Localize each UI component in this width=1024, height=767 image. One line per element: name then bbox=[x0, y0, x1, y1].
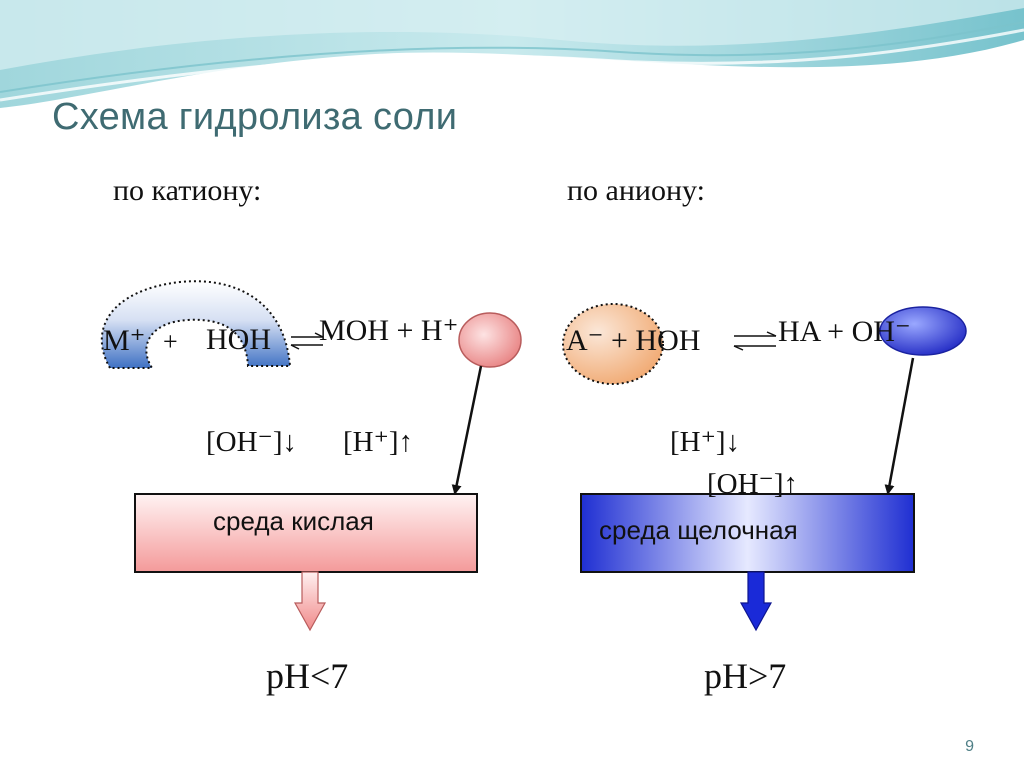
cation-oh-concentration: [OH⁻]↓ bbox=[206, 426, 298, 458]
equilibrium-arrows-icon bbox=[733, 331, 777, 351]
cation-heading: по катиону: bbox=[113, 174, 262, 207]
anion-h-concentration: [H⁺]↓ bbox=[670, 426, 741, 458]
cation-ion-label: M⁺ bbox=[103, 324, 146, 357]
anion-circle bbox=[562, 303, 664, 385]
acid-medium-box bbox=[134, 493, 478, 573]
oh-ion-ellipse bbox=[879, 306, 967, 356]
header-wave-decoration bbox=[0, 0, 1024, 108]
h-ion-connector bbox=[451, 365, 483, 495]
down-arrow-icon bbox=[293, 571, 327, 632]
base-ph-label: pH>7 bbox=[704, 656, 787, 696]
cation-plus-sign: + bbox=[163, 327, 178, 356]
base-medium-box bbox=[580, 493, 915, 573]
down-arrow-icon bbox=[739, 571, 773, 632]
cation-arc-shape bbox=[100, 280, 292, 369]
anion-reactant-label: A⁻ + HOH bbox=[566, 324, 701, 357]
equilibrium-arrows-icon bbox=[290, 332, 324, 350]
anion-heading: по аниону: bbox=[567, 174, 705, 207]
anion-product-label: HA + OH⁻ bbox=[778, 315, 911, 348]
acid-ph-label: pH<7 bbox=[266, 656, 349, 696]
slide-title: Схема гидролиза соли bbox=[52, 96, 458, 138]
h-ion-circle bbox=[458, 312, 522, 368]
cation-water-label: HOH bbox=[206, 323, 271, 356]
anion-oh-concentration: [OH⁻]↑ bbox=[707, 468, 799, 500]
base-medium-label: среда щелочная bbox=[599, 515, 798, 545]
oh-ion-connector bbox=[884, 357, 915, 495]
cation-h-concentration: [H⁺]↑ bbox=[343, 426, 414, 458]
acid-medium-label: среда кислая bbox=[213, 506, 374, 536]
slide-number: 9 bbox=[965, 738, 974, 755]
cation-product-label: MOH + H⁺ bbox=[319, 314, 459, 347]
